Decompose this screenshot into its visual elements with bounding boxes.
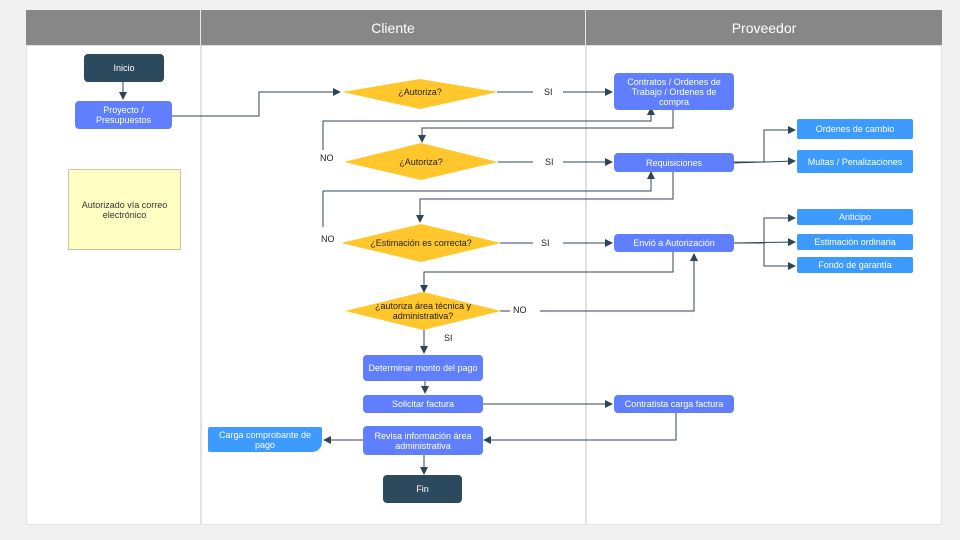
- decision-autoriza1: ¿Autoriza?: [398, 87, 442, 97]
- label-si-4: SI: [444, 333, 453, 343]
- edge-envio-estimacion: [732, 238, 796, 247]
- lane-header-proveedor: Proveedor: [586, 10, 942, 45]
- edge-no2-loop: [322, 171, 655, 227]
- node-fin: Fin: [383, 475, 462, 503]
- node-ordenes-cambio: Ordenes de cambio: [797, 119, 913, 139]
- decision-estimacion: ¿Estimación es correcta?: [370, 238, 472, 248]
- edge-envio-anticipo: [733, 214, 796, 244]
- decision-area: ¿autoriza área técnica y administrativa?: [374, 301, 472, 321]
- edge-envio-fondo: [763, 243, 796, 270]
- node-inicio: Inicio: [84, 54, 164, 82]
- note-autorizado-correo: Autorizado vía correo electrónico: [68, 169, 181, 250]
- edge-no3-envio: [540, 253, 698, 312]
- node-multas: Multas / Penalizaciones: [797, 150, 913, 173]
- edge-envio-area: [420, 252, 674, 293]
- decision-autoriza1-shape: [342, 79, 498, 109]
- node-proyecto: Proyecto / Presupuestos: [75, 101, 172, 129]
- decision-area-shape: [345, 292, 501, 330]
- lane-header-left: [26, 10, 201, 45]
- label-no-2: NO: [321, 234, 335, 244]
- label-si-2: SI: [545, 157, 554, 167]
- node-contratos: Contratos / Ordenes de Trabajo / Ordenes…: [614, 73, 734, 110]
- node-determinar: Determinar monto del pago: [363, 355, 483, 381]
- edge-req-ordenes: [733, 126, 796, 163]
- decision-estimacion-shape: [341, 224, 501, 262]
- node-contratista: Contratista carga factura: [614, 395, 734, 413]
- label-si-1: SI: [544, 87, 553, 97]
- decision-autoriza2-shape: [344, 143, 498, 180]
- edge-req-multas: [732, 157, 796, 166]
- edge-req-estimacion: [416, 172, 674, 223]
- decision-autoriza2: ¿Autoriza?: [399, 157, 443, 167]
- node-anticipo: Anticipo: [797, 209, 913, 225]
- node-revisa: Revisa información área administrativa: [363, 426, 483, 455]
- lane-header-cliente: Cliente: [201, 10, 586, 45]
- node-estimacion-ordinaria: Estimación ordinaria: [797, 234, 913, 250]
- node-carga-comprobante: Carga comprobante de pago: [208, 427, 322, 452]
- edge-contratos-autoriza2: [418, 110, 674, 143]
- edge-contratista-revisa: [483, 413, 677, 444]
- label-si-3: SI: [541, 238, 550, 248]
- edge-no1-loop: [322, 107, 655, 150]
- label-no-1: NO: [320, 153, 334, 163]
- node-fondo-garantia: Fondo de garantía: [797, 257, 913, 273]
- node-requisiciones: Requisiciones: [614, 153, 734, 172]
- label-no-3: NO: [513, 305, 527, 315]
- node-envio: Envió a Autorización: [614, 234, 734, 252]
- node-solicitar: Solicitar factura: [363, 395, 483, 413]
- edge-proyecto-autoriza1: [172, 88, 341, 117]
